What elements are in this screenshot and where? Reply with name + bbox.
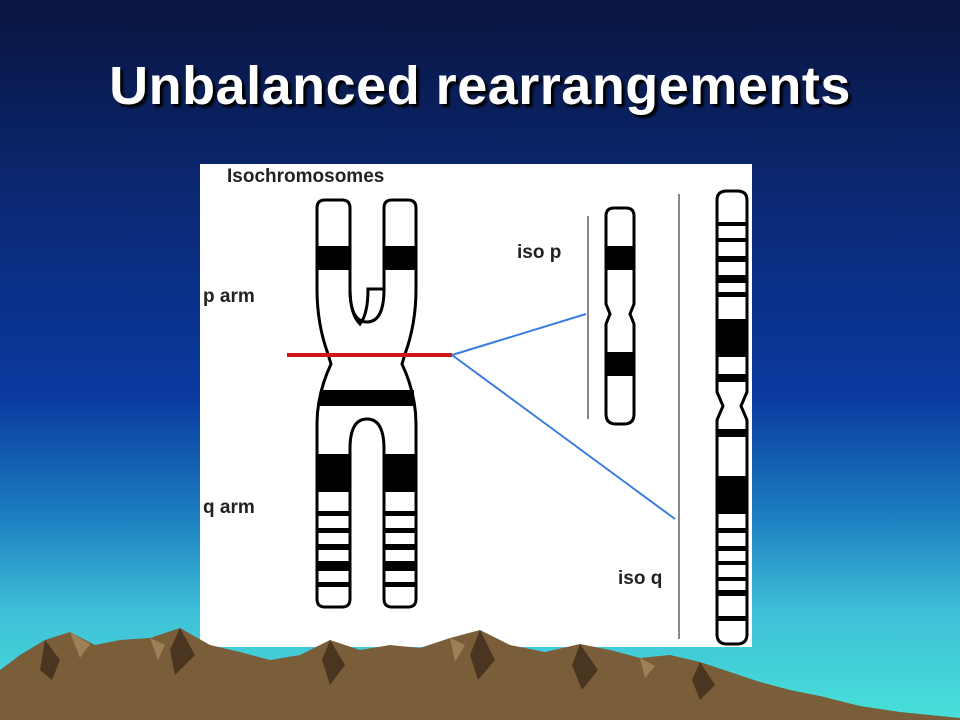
iso-p-label: iso p (517, 242, 562, 263)
p-arm-label: p arm (203, 286, 255, 307)
isochromosome-diagram (287, 189, 749, 646)
iso-q-chromosome (715, 189, 749, 646)
mountain-landscape (0, 628, 960, 720)
connector-to-iso-p (451, 313, 587, 356)
normal-chromosome-bands (318, 246, 416, 587)
iso-p-chromosome (604, 206, 636, 426)
slide-title: Unbalanced rearrangements (109, 56, 851, 116)
mountain-shadows (40, 628, 715, 700)
q-arm-label: q arm (203, 497, 255, 518)
isochromosome-figure: Isochromosomes p arm q arm iso p iso q (200, 164, 752, 647)
normal-chromosome (315, 198, 418, 609)
connector-to-iso-q (451, 354, 676, 520)
figure-heading: Isochromosomes (227, 166, 385, 187)
iso-q-label: iso q (618, 568, 663, 589)
